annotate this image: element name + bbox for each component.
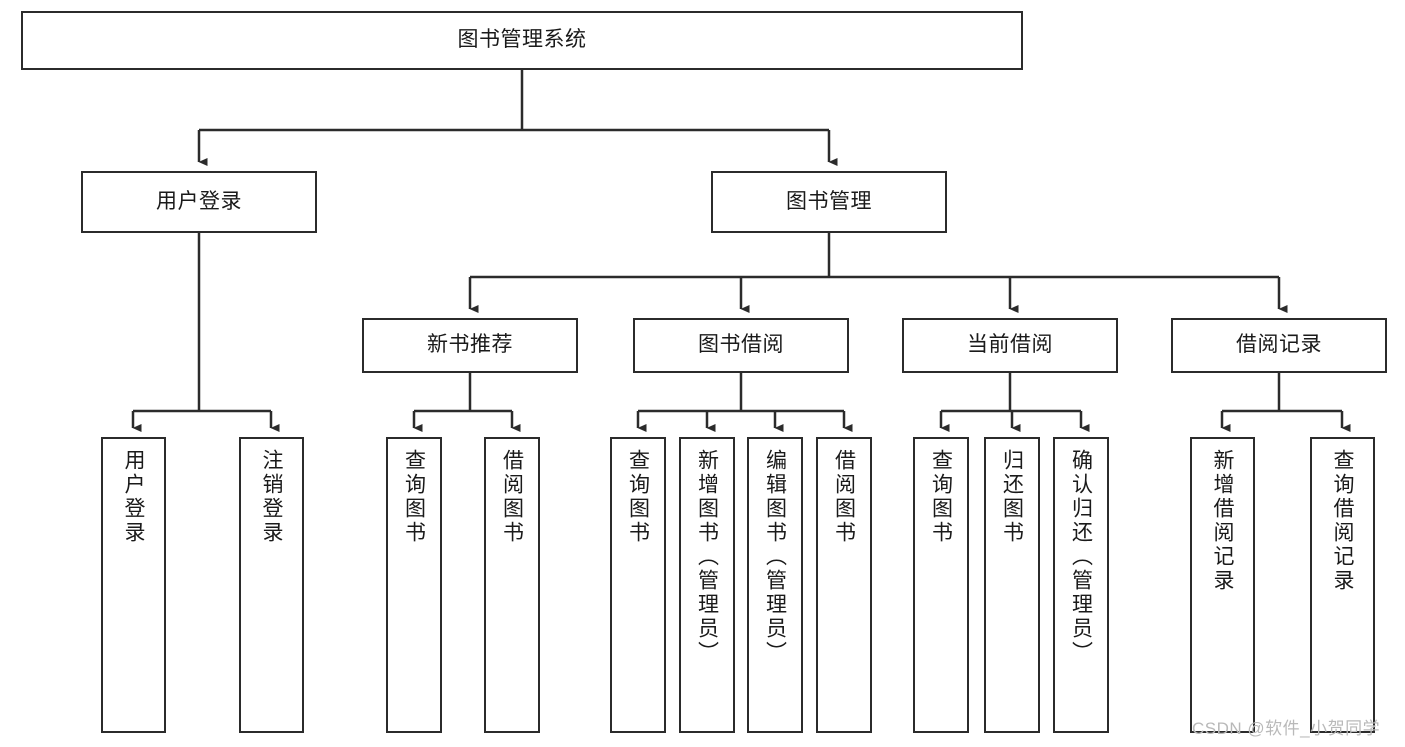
node-leaf-borrow-book-bor-label: 借阅图书 <box>832 449 856 545</box>
node-leaf-query-record[interactable]: 查询借阅记录 <box>1310 437 1375 733</box>
node-leaf-borrow-book-rec-label: 借阅图书 <box>500 449 524 545</box>
node-leaf-return-book[interactable]: 归还图书 <box>984 437 1040 733</box>
node-current-borrow-label: 当前借阅 <box>967 333 1053 357</box>
node-current-borrow[interactable]: 当前借阅 <box>902 318 1118 373</box>
node-leaf-query-record-label: 查询借阅记录 <box>1331 449 1354 593</box>
node-leaf-confirm-return[interactable]: 确认归还（管理员） <box>1053 437 1109 733</box>
node-new-book-recommend-label: 新书推荐 <box>427 333 513 357</box>
node-leaf-logout[interactable]: 注销登录 <box>239 437 304 733</box>
node-leaf-query-book-rec[interactable]: 查询图书 <box>386 437 442 733</box>
node-book-manage-label: 图书管理 <box>786 189 872 213</box>
node-leaf-add-book-label: 新增图书（管理员） <box>695 449 719 665</box>
node-borrow-record[interactable]: 借阅记录 <box>1171 318 1387 373</box>
node-book-borrow[interactable]: 图书借阅 <box>633 318 849 373</box>
node-root-label: 图书管理系统 <box>457 28 587 52</box>
node-book-borrow-label: 图书借阅 <box>698 333 784 357</box>
node-user-login[interactable]: 用户登录 <box>81 171 317 233</box>
node-leaf-borrow-book-bor[interactable]: 借阅图书 <box>816 437 872 733</box>
node-root[interactable]: 图书管理系统 <box>21 11 1023 70</box>
node-leaf-add-record[interactable]: 新增借阅记录 <box>1190 437 1255 733</box>
node-borrow-record-label: 借阅记录 <box>1236 333 1322 357</box>
node-leaf-query-book-bor[interactable]: 查询图书 <box>610 437 666 733</box>
node-leaf-logout-label: 注销登录 <box>260 449 283 545</box>
node-leaf-query-book-rec-label: 查询图书 <box>402 449 426 545</box>
node-book-manage[interactable]: 图书管理 <box>711 171 947 233</box>
node-leaf-borrow-book-rec[interactable]: 借阅图书 <box>484 437 540 733</box>
node-leaf-add-record-label: 新增借阅记录 <box>1211 449 1234 593</box>
node-new-book-recommend[interactable]: 新书推荐 <box>362 318 578 373</box>
node-leaf-user-login[interactable]: 用户登录 <box>101 437 166 733</box>
node-leaf-edit-book-label: 编辑图书（管理员） <box>763 449 787 665</box>
node-user-login-label: 用户登录 <box>156 189 242 213</box>
node-leaf-user-login-label: 用户登录 <box>122 449 145 545</box>
node-leaf-return-book-label: 归还图书 <box>1000 449 1024 545</box>
node-leaf-query-book-cur-label: 查询图书 <box>929 449 953 545</box>
node-leaf-edit-book[interactable]: 编辑图书（管理员） <box>747 437 803 733</box>
node-leaf-confirm-return-label: 确认归还（管理员） <box>1069 449 1093 665</box>
node-leaf-query-book-bor-label: 查询图书 <box>626 449 650 545</box>
node-leaf-query-book-cur[interactable]: 查询图书 <box>913 437 969 733</box>
node-leaf-add-book[interactable]: 新增图书（管理员） <box>679 437 735 733</box>
